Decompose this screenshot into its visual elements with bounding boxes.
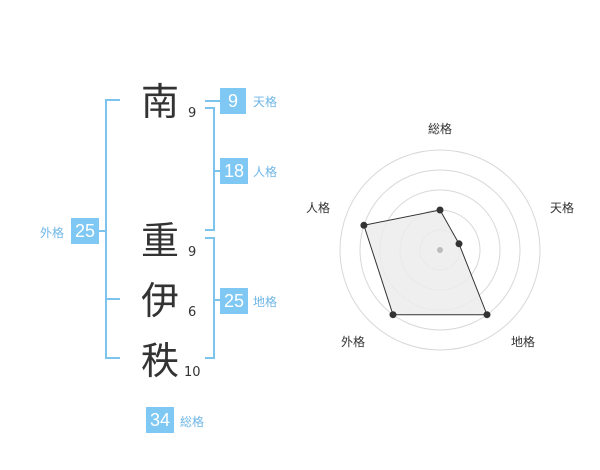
radar-label-gaikaku: 外格 [341, 335, 366, 349]
chikaku-label: 地格 [253, 295, 278, 309]
radar-point-1 [436, 206, 444, 214]
jinkaku-badge: 18 [220, 158, 248, 184]
tenkaku-badge: 9 [220, 88, 246, 114]
radar-label-tenkaku: 天格 [550, 201, 575, 215]
gaikaku-badge: 25 [71, 218, 99, 244]
stroke-count-4: 10 [184, 365, 201, 380]
radar-label-jinkaku: 人格 [306, 201, 331, 215]
chikaku-bracket-bottom [205, 357, 215, 359]
chikaku-bracket-top [205, 237, 215, 239]
name-char-3: 伊 [141, 279, 180, 323]
chikaku-badge: 25 [220, 288, 248, 314]
gaikaku-bracket-bottom [105, 357, 120, 359]
gaikaku-label: 外格 [40, 226, 65, 240]
jinkaku-bracket-top [205, 107, 215, 109]
jinkaku-bracket-bottom [205, 229, 215, 231]
name-char-4: 秩 [141, 339, 180, 383]
chikaku-connector [213, 299, 220, 301]
chikaku-bracket-vertical [213, 237, 215, 359]
radar-ring-4 [359, 169, 521, 331]
radar-point-4 [389, 311, 397, 319]
jinkaku-bracket-vertical [213, 107, 215, 231]
radar-point-2 [455, 240, 463, 248]
gaikaku-connector [99, 230, 105, 232]
stroke-count-2: 9 [188, 245, 197, 260]
name-char-2: 重 [141, 219, 180, 263]
radar-point-5 [360, 221, 368, 229]
name-char-1: 南 [141, 80, 180, 124]
radar-ring-5 [339, 149, 541, 351]
soukaku-label: 総格 [180, 415, 205, 429]
stroke-count-3: 6 [188, 305, 197, 320]
radar-label-chikaku: 地格 [511, 335, 536, 349]
jinkaku-connector [213, 170, 220, 172]
radar-point-3 [483, 311, 491, 319]
soukaku-badge: 34 [146, 407, 174, 433]
radar-label-soukaku: 総格 [428, 122, 453, 136]
tenkaku-label: 天格 [253, 95, 278, 109]
gaikaku-bracket-vertical [105, 99, 107, 359]
tenkaku-connector [205, 100, 220, 102]
radar-center [437, 247, 443, 253]
gaikaku-bracket-top [105, 99, 120, 101]
radar-area [363, 209, 488, 316]
jinkaku-label: 人格 [253, 165, 278, 179]
gaikaku-bracket-mid [105, 298, 120, 300]
stroke-count-1: 9 [188, 106, 197, 121]
